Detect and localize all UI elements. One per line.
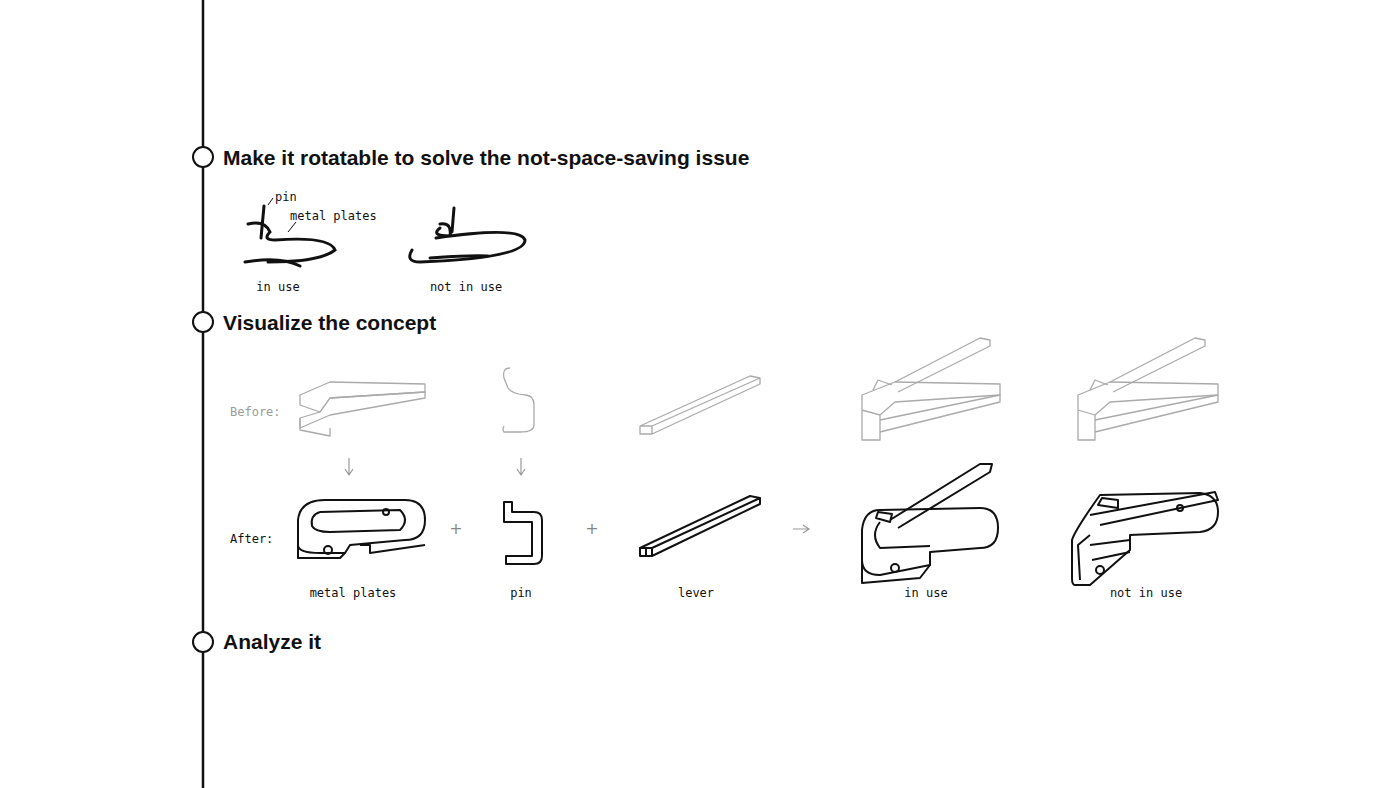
part-label: metal plates <box>310 586 397 600</box>
row-label: After: <box>230 532 273 546</box>
before-parts <box>300 338 1218 440</box>
step-heading: Analyze it <box>223 630 321 654</box>
step-heading: Visualize the concept <box>223 311 436 335</box>
part-label: lever <box>678 586 714 600</box>
plus-sign: + <box>449 519 462 538</box>
part-label: pin <box>510 586 532 600</box>
timeline-dot <box>193 312 213 332</box>
state-label: not in use <box>430 280 502 294</box>
sketch <box>245 206 525 266</box>
down-arrow <box>345 458 809 533</box>
part-label: pin <box>275 190 297 204</box>
step-heading: Make it rotatable to solve the not-space… <box>223 146 749 170</box>
part-label: metal plates <box>290 209 377 223</box>
state-label: in use <box>904 586 947 600</box>
timeline-dot <box>193 632 213 652</box>
timeline-dot <box>193 147 213 167</box>
state-label: in use <box>256 280 299 294</box>
timeline <box>202 0 205 788</box>
row-label: Before: <box>230 405 281 419</box>
after-parts <box>298 464 1218 585</box>
plus-sign: + <box>585 519 598 538</box>
state-label: not in use <box>1110 586 1182 600</box>
